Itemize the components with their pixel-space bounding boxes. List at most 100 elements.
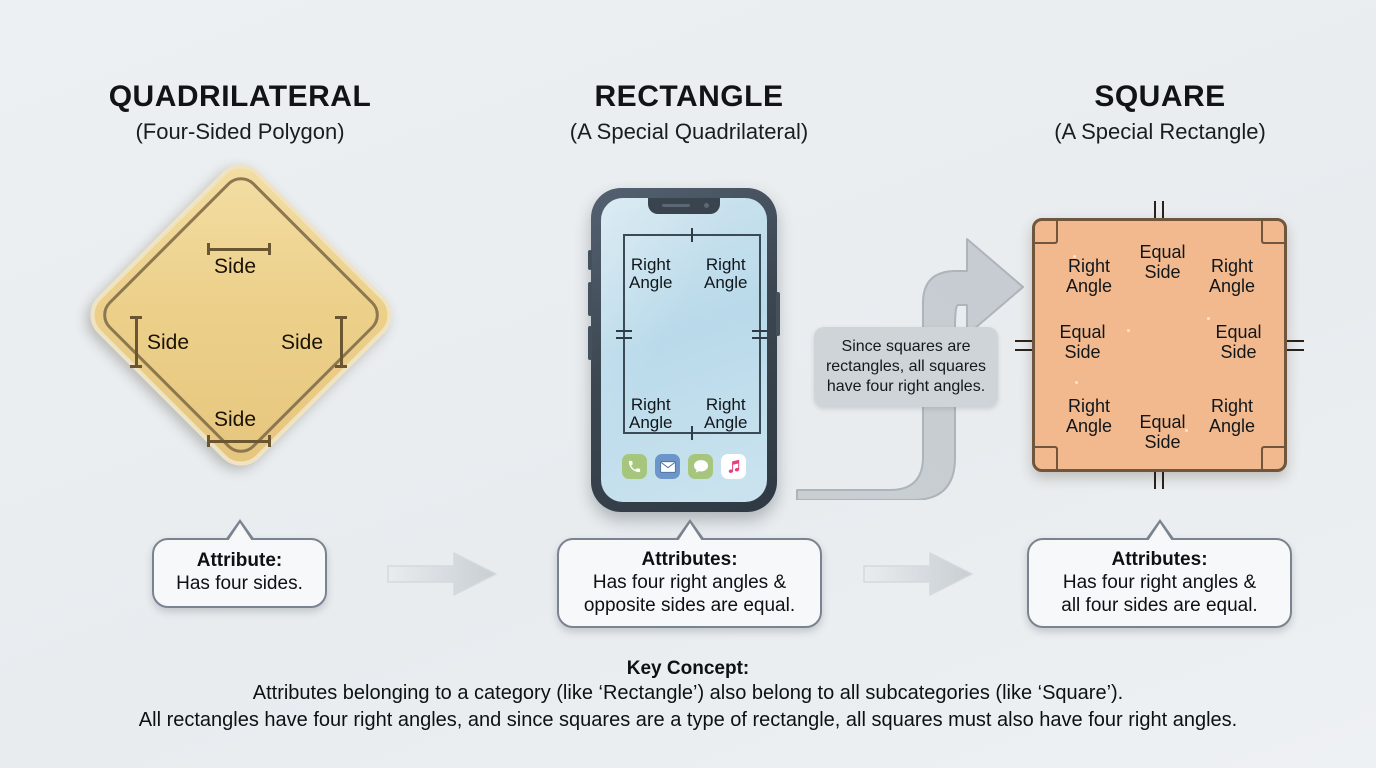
rect-edge-right bbox=[759, 234, 761, 434]
attribute-line-2: all four sides are equal. bbox=[1061, 595, 1258, 616]
side-mark-top bbox=[691, 228, 693, 242]
page-title-quadrilateral: QUADRILATERAL bbox=[108, 80, 372, 113]
music-icon[interactable] bbox=[721, 454, 746, 479]
side-mark-right-a bbox=[752, 330, 767, 332]
sq-es-bot-line1: Equal bbox=[1139, 412, 1186, 433]
subtitle-quadrilateral: (Four-Sided Polygon) bbox=[135, 119, 345, 144]
column-header-quadrilateral: QUADRILATERAL (Four-Sided Polygon) bbox=[60, 80, 420, 144]
right-angle-label-top-right: Right Angle bbox=[1196, 256, 1268, 297]
sq-ra-bl-line1: Right bbox=[1067, 396, 1111, 417]
key-concept-line-2: All rectangles have four right angles, a… bbox=[138, 709, 1238, 731]
ra-tl-line2: Angle bbox=[629, 273, 673, 293]
sq-es-top-line2: Side bbox=[1144, 261, 1181, 282]
right-angle-marker-bottom-right bbox=[1261, 446, 1284, 469]
equal-side-tick-bottom-b bbox=[1162, 472, 1164, 489]
right-angle-marker-top-right bbox=[1261, 221, 1284, 244]
attribute-title: Attribute: bbox=[196, 550, 283, 572]
ra-tr-line2: Angle bbox=[704, 273, 748, 293]
bubble-tail-inner bbox=[227, 523, 252, 541]
attribute-line-1: Has four sides. bbox=[176, 573, 303, 595]
right-angle-label-top-left: Right Angle bbox=[1053, 256, 1125, 297]
sq-ra-br-line1: Right bbox=[1210, 396, 1254, 417]
phone-volume-down-button[interactable] bbox=[588, 326, 592, 360]
page-title-square: SQUARE bbox=[1094, 80, 1226, 113]
equal-side-tick-top-a bbox=[1154, 201, 1156, 218]
phone-dock bbox=[611, 454, 757, 488]
texture-speck bbox=[1185, 429, 1188, 432]
equal-side-tick-top-b bbox=[1162, 201, 1164, 218]
equal-side-tick-bottom-a bbox=[1154, 472, 1156, 489]
attribute-line-1: Has four right angles & bbox=[592, 571, 787, 593]
rectangle-shape-smartphone: Right Angle Right Angle Right Angle Righ… bbox=[588, 188, 780, 512]
ra-br-line2: Angle bbox=[704, 413, 748, 433]
column-header-rectangle: RECTANGLE (A Special Quadrilateral) bbox=[509, 80, 869, 144]
side-tick-right bbox=[335, 316, 347, 368]
square-shape: Right Angle Right Angle Right Angle Righ… bbox=[1015, 201, 1304, 489]
subtitle-rectangle: (A Special Quadrilateral) bbox=[569, 119, 809, 144]
phone-mute-button[interactable] bbox=[588, 250, 592, 270]
side-tick-top bbox=[207, 243, 271, 255]
phone-volume-up-button[interactable] bbox=[588, 282, 592, 316]
side-tick-left bbox=[130, 316, 142, 368]
right-angle-marker-top-right bbox=[746, 234, 761, 249]
sq-ra-br-line2: Angle bbox=[1208, 416, 1256, 437]
texture-speck bbox=[1207, 317, 1210, 320]
sq-es-top-line1: Equal bbox=[1139, 242, 1186, 262]
right-angle-marker-top-left bbox=[623, 234, 638, 249]
attribute-title: Attributes: bbox=[1111, 548, 1208, 570]
equal-side-tick-left-b bbox=[1015, 349, 1032, 351]
sq-es-lef-line2: Side bbox=[1064, 341, 1101, 362]
right-angle-marker-bottom-left bbox=[1035, 446, 1058, 469]
right-angle-label-bottom-right: Right Angle bbox=[704, 395, 748, 433]
ra-tl-line1: Right bbox=[630, 255, 671, 274]
subtitle-square: (A Special Rectangle) bbox=[1054, 119, 1266, 144]
key-concept-title: Key Concept: bbox=[626, 658, 750, 679]
texture-speck bbox=[1127, 329, 1130, 332]
bubble-tail-inner bbox=[1147, 523, 1172, 541]
quadrilateral-shape: Side Side Side Side bbox=[79, 153, 403, 505]
key-concept-line-1: Attributes belonging to a category (like… bbox=[252, 682, 1124, 704]
equal-side-label-right: Equal Side bbox=[1201, 322, 1276, 363]
side-mark-bottom bbox=[691, 426, 693, 440]
ra-bl-line1: Right bbox=[630, 395, 671, 414]
equal-side-tick-right-b bbox=[1287, 349, 1304, 351]
equal-side-label-top: Equal Side bbox=[1125, 242, 1200, 283]
message-icon[interactable] bbox=[688, 454, 713, 479]
sq-ra-tl-line2: Angle bbox=[1065, 275, 1113, 296]
bubble-tail-inner bbox=[677, 523, 702, 541]
sq-es-lef-line1: Equal bbox=[1059, 322, 1106, 342]
right-angle-label-bottom-left: Right Angle bbox=[1053, 397, 1125, 437]
equal-side-label-left: Equal Side bbox=[1045, 322, 1120, 363]
right-angle-marker-bottom-right bbox=[746, 419, 761, 434]
texture-speck bbox=[1153, 249, 1156, 252]
phone-notch bbox=[648, 198, 720, 214]
right-angle-label-bottom-left: Right Angle bbox=[629, 395, 673, 433]
sq-es-bot-line2: Side bbox=[1144, 432, 1181, 453]
side-mark-right-b bbox=[752, 337, 767, 339]
page-title-rectangle: RECTANGLE bbox=[594, 80, 784, 113]
right-angle-marker-bottom-left bbox=[623, 419, 638, 434]
mail-icon[interactable] bbox=[655, 454, 680, 479]
ra-tr-line1: Right bbox=[705, 255, 746, 274]
side-label-right: Side bbox=[281, 331, 324, 354]
texture-speck bbox=[1075, 381, 1078, 384]
texture-speck bbox=[1243, 407, 1246, 410]
texture-speck bbox=[1073, 255, 1076, 258]
phone-icon[interactable] bbox=[622, 454, 647, 479]
ra-br-line1: Right bbox=[705, 395, 746, 414]
equal-side-tick-left-a bbox=[1015, 340, 1032, 342]
sq-ra-tr-line1: Right bbox=[1210, 256, 1254, 276]
arrow-quad-to-rect bbox=[386, 549, 498, 599]
arrow-rect-to-square bbox=[862, 549, 974, 599]
phone-power-button[interactable] bbox=[776, 292, 780, 336]
side-label-left: Side bbox=[147, 331, 190, 354]
equal-side-label-bottom: Equal Side bbox=[1125, 413, 1200, 453]
sq-ra-bl-line2: Angle bbox=[1065, 416, 1113, 437]
phone-screen: Right Angle Right Angle Right Angle Righ… bbox=[601, 198, 767, 502]
attribute-bubble-rectangle: Attributes: Has four right angles & oppo… bbox=[557, 519, 822, 628]
equal-side-tick-right-a bbox=[1287, 340, 1304, 342]
rectangle-overlay bbox=[616, 228, 767, 440]
ra-bl-line2: Angle bbox=[629, 413, 673, 433]
side-tick-bottom bbox=[207, 435, 271, 447]
